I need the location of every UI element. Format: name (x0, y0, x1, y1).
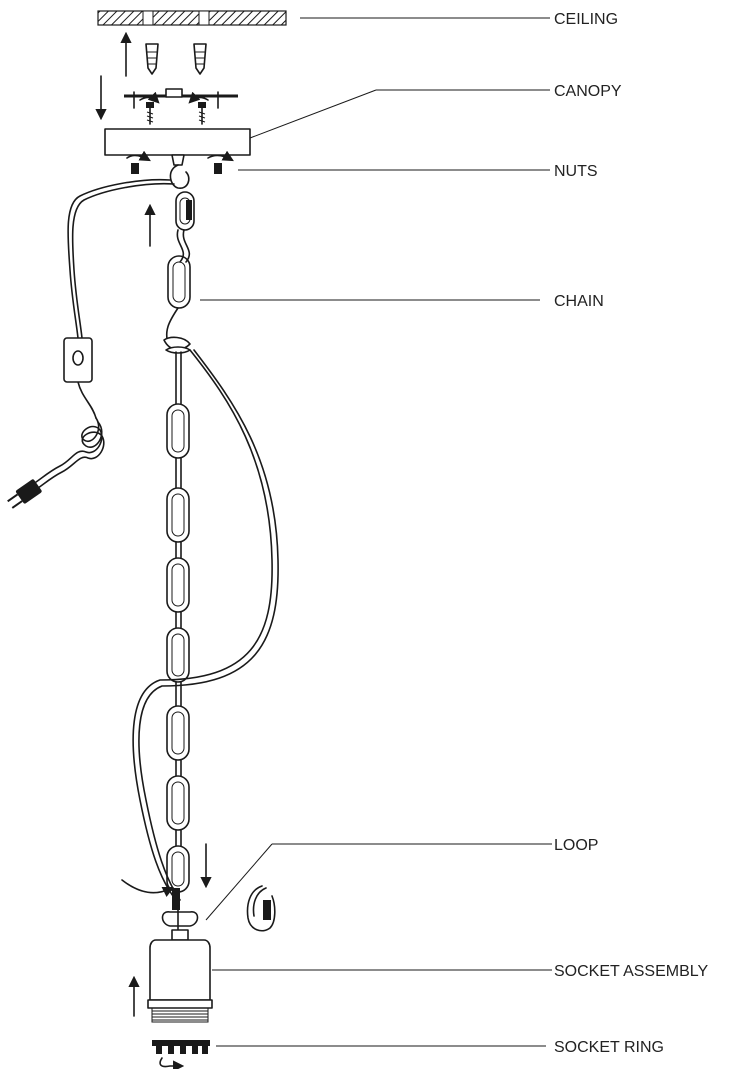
chain-loop (161, 888, 199, 931)
label-canopy: CANOPY (554, 83, 622, 100)
label-socket-ring: SOCKET RING (554, 1039, 664, 1056)
wall-anchor-icon (145, 43, 159, 75)
plug-icon (7, 479, 42, 509)
mounting-screw-icon (198, 102, 206, 125)
label-chain: CHAIN (554, 293, 604, 310)
cord-switch-icon (63, 337, 93, 383)
socket-ring (152, 1040, 210, 1069)
canopy-hook (171, 154, 185, 166)
curved-arrow-icon (121, 879, 175, 898)
wall-anchor-icon (193, 43, 207, 75)
nut-icon (207, 150, 234, 174)
power-cord (29, 178, 175, 493)
lamp-wire (132, 349, 279, 901)
socket-assembly (147, 929, 213, 1023)
nut-icon (126, 150, 151, 174)
label-ceiling: CEILING (554, 11, 618, 28)
ceiling-plate (97, 10, 287, 26)
canopy-body (104, 128, 251, 156)
leader-line-canopy (249, 89, 377, 139)
label-nuts: NUTS (554, 163, 598, 180)
mounting-bracket (124, 88, 238, 109)
chain-lower (165, 346, 191, 893)
quick-link-icon (246, 885, 276, 932)
label-socket-assembly: SOCKET ASSEMBLY (554, 963, 708, 980)
mounting-screw-icon (146, 102, 154, 125)
leader-line-loop (205, 843, 273, 921)
label-loop: LOOP (554, 837, 598, 854)
chain-upper (163, 191, 195, 351)
